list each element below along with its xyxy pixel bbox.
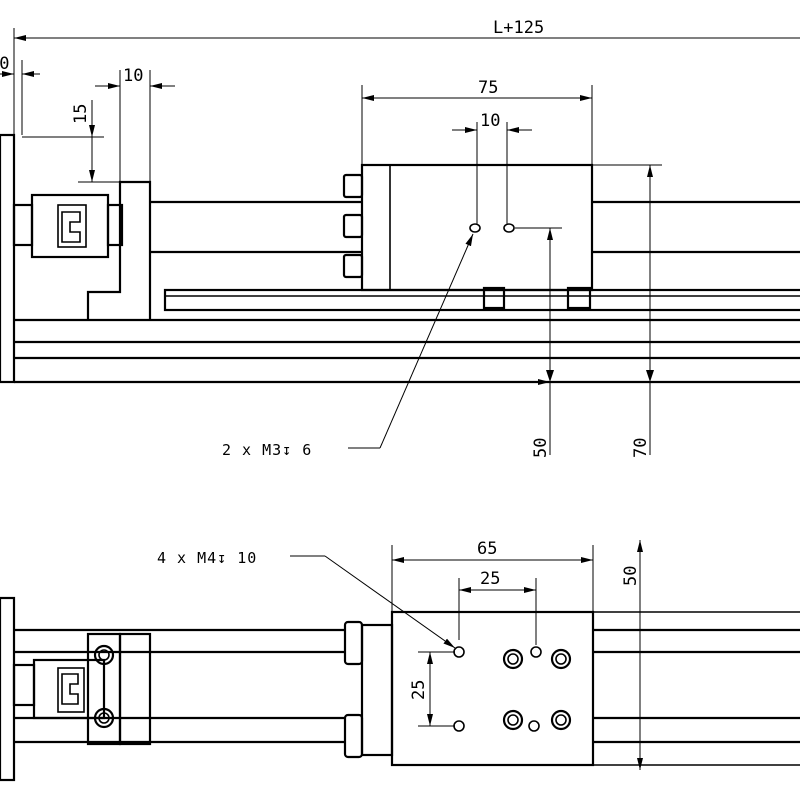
- coupling-bottom: [12, 658, 106, 720]
- bolt-icon: [502, 648, 524, 670]
- bolt-icon: [550, 648, 572, 670]
- bolt-icon: [502, 709, 524, 731]
- rail-body: [14, 200, 800, 384]
- hole-spacing-label: 10: [480, 111, 500, 131]
- carriage-bottom: [343, 610, 595, 767]
- m4-hole: [453, 646, 465, 658]
- motor-plate-bottom: [0, 596, 16, 782]
- bolt-icon: [550, 709, 572, 731]
- carriage-width-dimension-bottom: 65: [391, 539, 594, 612]
- carriage-width-label-bottom: 65: [477, 539, 497, 559]
- hole-spacing-x-dimension: 25: [458, 569, 537, 645]
- top-view: L+125 10 10 15: [0, 18, 800, 459]
- plate-thickness-label: 10: [123, 66, 143, 86]
- m4-hole-callout: 4 x M4↧ 10: [157, 549, 456, 649]
- total-height-label: 70: [631, 438, 651, 458]
- coupling-height-label: 15: [71, 104, 91, 124]
- m3-hole-callout: 2 x M3↧ 6: [222, 233, 474, 459]
- overall-length-dimension: L+125: [13, 18, 800, 135]
- m3-hole: [503, 223, 515, 233]
- hole-spacing-y-dimension: 25: [409, 651, 455, 727]
- rail-span-label: 50: [621, 566, 641, 586]
- coupling: [12, 193, 124, 259]
- hole-height-label: 50: [531, 438, 551, 458]
- bottom-view: 65 25 25 50 4 x M4↧ 10: [0, 539, 800, 782]
- m4-hole: [453, 720, 465, 732]
- plate-thickness-dimension: 10: [95, 66, 175, 182]
- motor-plate: [0, 133, 16, 384]
- edge-offset-label: 10: [0, 54, 9, 74]
- m4-callout-label: 4 x M4↧ 10: [157, 549, 257, 567]
- rail-body-bottom: [14, 611, 800, 766]
- bearing-block: [86, 632, 152, 746]
- hole-spacing-y-label: 25: [409, 680, 429, 700]
- hole-spacing-x-label: 25: [480, 569, 500, 589]
- edge-offset-dimension: 10: [0, 54, 40, 135]
- hole-height-dimension: 50: [515, 227, 562, 458]
- overall-length-label: L+125: [493, 18, 544, 38]
- coupling-height-dimension: 15: [22, 100, 120, 183]
- total-height-dimension: 70: [592, 164, 662, 458]
- carriage-top: [342, 163, 594, 310]
- bearing-plate: [86, 180, 152, 320]
- m3-callout-label: 2 x M3↧ 6: [222, 441, 312, 459]
- hole-spacing-dimension: 10: [452, 111, 532, 224]
- carriage-width-label: 75: [478, 78, 498, 98]
- carriage-width-dimension: 75: [361, 78, 593, 165]
- rail-span-dimension: 50: [593, 540, 655, 770]
- m4-hole: [530, 646, 542, 658]
- m4-hole: [528, 720, 540, 732]
- m3-hole: [469, 223, 481, 233]
